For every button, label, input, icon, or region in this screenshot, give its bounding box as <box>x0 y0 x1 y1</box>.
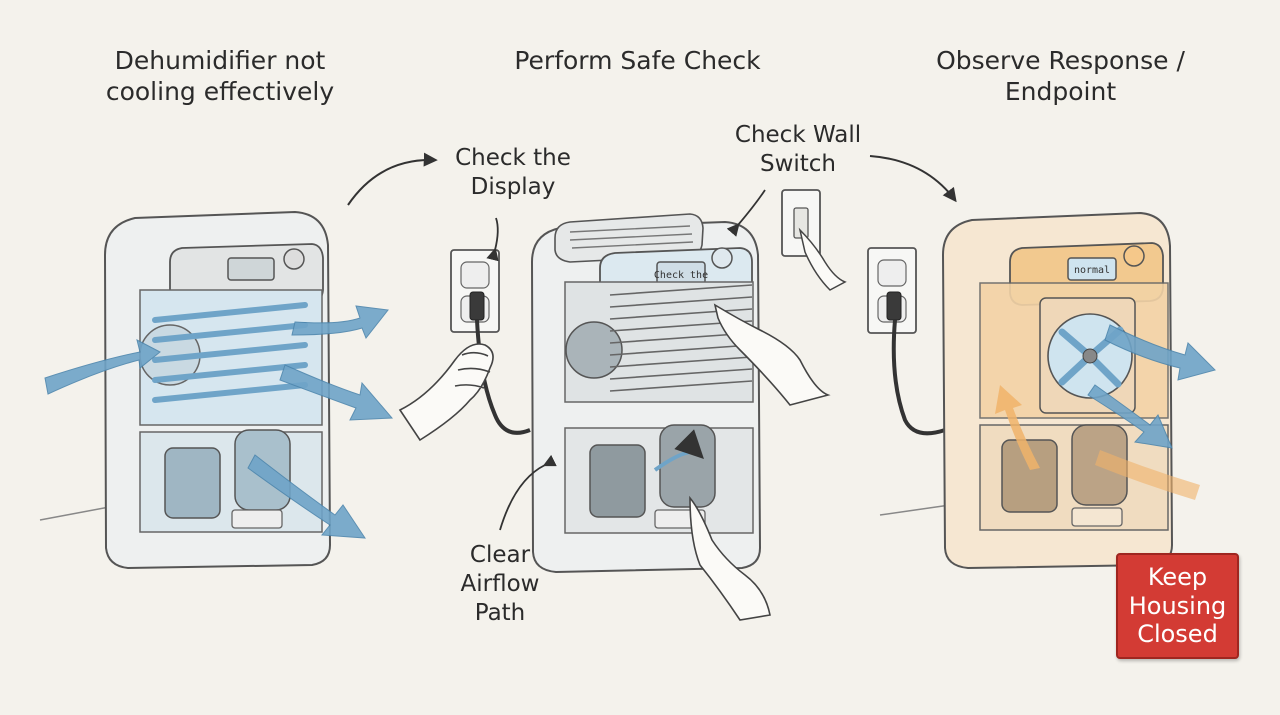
flow-arrow-2 <box>869 155 957 203</box>
dehumidifier-unit-2: Check the <box>530 213 762 574</box>
step-2-heading: Perform Safe Check <box>514 46 761 75</box>
wall-outlet-3 <box>867 247 946 436</box>
annotation-check-display-line-1: Check the <box>455 145 571 171</box>
annotation-airflow-path-line-3: Path <box>474 599 526 626</box>
badge-line-1: Keep <box>1147 562 1208 591</box>
hand-plug <box>398 343 494 442</box>
annotation-airflow-path-line-1: Clear <box>469 542 531 568</box>
annotation-airflow-path-line-2: Airflow <box>460 570 540 597</box>
annotation-wall-switch: Check Wall Switch <box>728 121 868 179</box>
step-1-heading-line-2: cooling effectively <box>105 77 335 107</box>
flow-arrow-1 <box>347 152 438 206</box>
annotation-wall-switch-line-1: Check Wall <box>734 122 862 148</box>
step-3-heading: Observe Response / Endpoint <box>936 46 1185 107</box>
step-1-heading: Dehumidifier not cooling effectively <box>100 45 340 108</box>
annotation-check-display: Check the Display <box>448 144 578 202</box>
wall-outlet-2 <box>450 217 531 435</box>
annotation-check-display-line-2: Display <box>470 173 556 200</box>
airflow-arrows-unit-1 <box>44 305 394 539</box>
annotation-wall-switch-line-2: Switch <box>759 150 837 177</box>
keep-housing-closed-badge: Keep Housing Closed <box>1116 553 1239 659</box>
hand-pointing-airflow <box>689 495 771 621</box>
unit2-display-text: Check the <box>654 270 708 281</box>
badge-line-2: Housing <box>1128 591 1227 620</box>
unit3-display-text: normal <box>1074 265 1110 276</box>
step-1-heading-line-1: Dehumidifier not <box>114 46 326 75</box>
badge-line-3: Closed <box>1137 620 1218 649</box>
airflow-arrows-unit-3 <box>995 324 1216 500</box>
annotation-airflow-path: Clear Airflow Path <box>450 541 550 627</box>
dehumidifier-unit-3: normal <box>941 211 1174 570</box>
hand-pointing-display <box>713 303 831 406</box>
wall-switch <box>781 189 847 291</box>
dehumidifier-unit-1 <box>103 210 332 570</box>
